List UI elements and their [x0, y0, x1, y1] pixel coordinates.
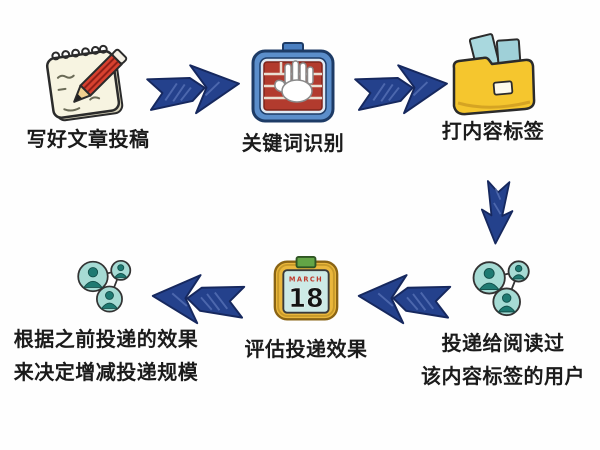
- step-label-deliver-line2: 该内容标签的用户: [421, 364, 585, 388]
- step-label-keyword: 关键词识别: [241, 131, 345, 155]
- step-tag-content: 打内容标签: [430, 32, 556, 145]
- step-label-adjust-line2: 来决定增减投递规模: [13, 360, 199, 384]
- arrow-right-icon: [146, 64, 240, 115]
- step-write-article: 写好文章投稿: [10, 36, 166, 153]
- step-label-deliver-line1: 投递给阅读过: [441, 331, 565, 355]
- notepad-pencil-icon: [45, 44, 128, 122]
- step-label-adjust-line1: 根据之前投递的效果: [13, 327, 199, 351]
- step-label-tag: 打内容标签: [441, 119, 545, 143]
- arrow-left-icon: [357, 274, 452, 325]
- step-keyword-recognition: 关键词识别: [226, 42, 360, 157]
- step-deliver-to-users: 投递给阅读过 该内容标签的用户: [412, 252, 594, 390]
- step-label-evaluate: 评估投递效果: [244, 337, 368, 361]
- calendar-icon: MARCH 18: [273, 256, 339, 321]
- step-adjust-delivery-scale: 根据之前投递的效果 来决定增减投递规模: [0, 252, 212, 386]
- user-network-icon: [77, 259, 132, 313]
- user-network-icon: [472, 260, 530, 317]
- arrow-left-icon: [151, 274, 246, 325]
- open-folder-icon: [452, 33, 536, 116]
- step-label-write: 写好文章投稿: [26, 127, 150, 151]
- calendar-month-text: MARCH: [289, 276, 323, 284]
- hand-scanner-icon: [251, 42, 335, 123]
- calendar-day-text: 18: [288, 284, 324, 314]
- arrow-down-icon: [480, 180, 514, 245]
- step-evaluate-effect: MARCH 18 评估投递效果: [238, 256, 374, 363]
- arrow-right-icon: [354, 64, 448, 115]
